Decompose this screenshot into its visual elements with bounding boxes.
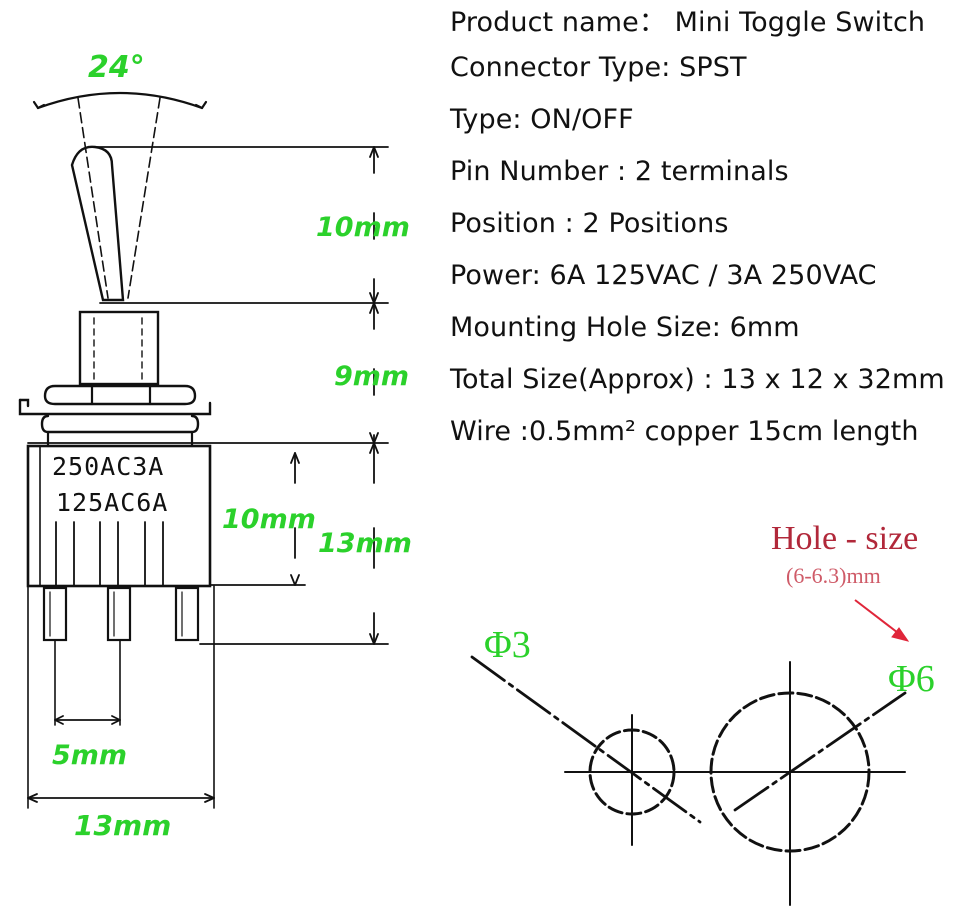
body-stamp-line1: 250AC3A (52, 452, 165, 481)
washer-lower (40, 414, 200, 434)
pin-spacing-label: 5mm (52, 740, 128, 771)
angle-line-right (127, 97, 161, 299)
bushing (78, 310, 160, 386)
angle-line-left (77, 97, 109, 299)
large-hole-leader (733, 691, 907, 812)
spec-position: Position : 2 Positions (450, 208, 729, 239)
small-hole-label: Φ3 (484, 624, 531, 666)
bushing-height-label: 9mm (334, 361, 410, 392)
spec-wire: Wire :0.5mm² copper 15cm length (450, 416, 919, 447)
spec-pin-number: Pin Number : 2 terminals (450, 156, 789, 187)
angle-label: 24° (88, 50, 145, 85)
spec-product-name: Product name： Mini Toggle Switch (450, 7, 926, 38)
large-hole-label: Φ6 (888, 658, 935, 700)
angle-arc (36, 91, 204, 110)
small-hole-circle (588, 728, 676, 816)
body-width-label: 13mm (74, 809, 172, 842)
spec-total-size: Total Size(Approx) : 13 x 12 x 32mm (450, 364, 945, 395)
large-hole-circle (709, 691, 871, 853)
terminal-2 (106, 586, 132, 642)
spec-connector-type: Connector Type: SPST (450, 52, 747, 83)
spec-power: Power: 6A 125VAC / 3A 250VAC (450, 260, 877, 291)
hole-size-subtitle: (6-6.3)mm (786, 563, 881, 588)
spec-mounting-hole: Mounting Hole Size: 6mm (450, 312, 800, 343)
body-stamp-line2: 125AC6A (56, 488, 169, 517)
body-height-outer-label: 13mm (318, 528, 412, 559)
small-hole-leader (470, 655, 702, 824)
body-height-inner-label: 10mm (222, 504, 316, 535)
spec-type: Type: ON/OFF (450, 104, 634, 135)
washer (18, 398, 212, 416)
hole-size-arrow (854, 599, 910, 642)
terminal-3 (174, 586, 200, 642)
lever-height-label: 10mm (316, 212, 410, 243)
terminal-1 (42, 586, 68, 642)
hole-size-title: Hole - size (771, 520, 919, 557)
nut (43, 384, 197, 406)
hole-diagram (470, 655, 907, 906)
